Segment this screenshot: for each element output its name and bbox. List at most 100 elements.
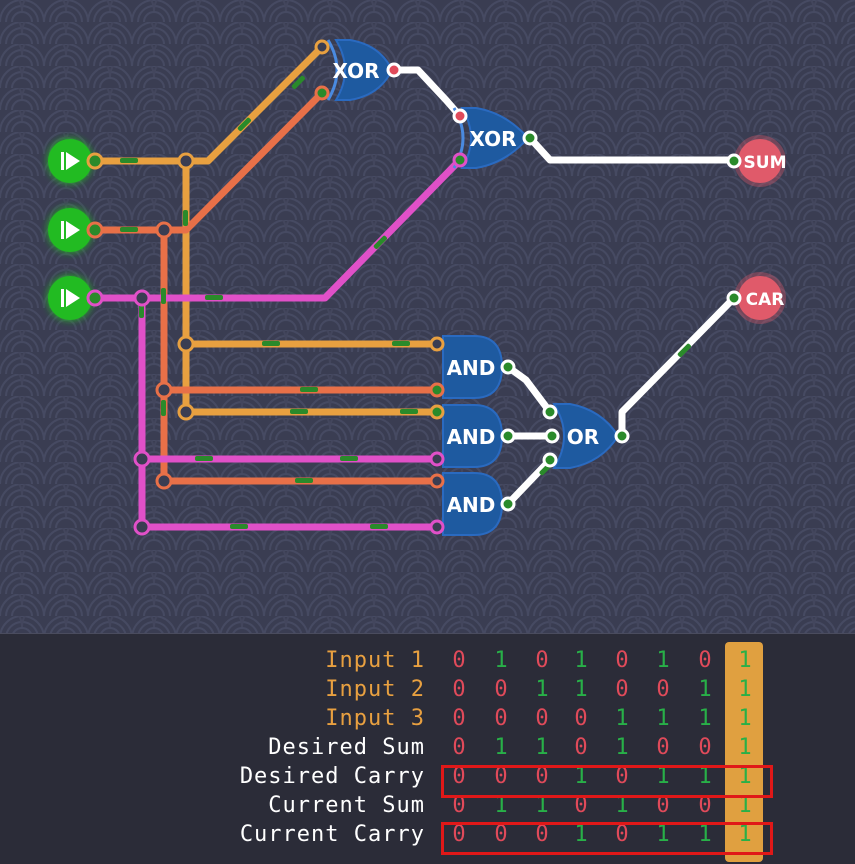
bit-cell: 0 — [452, 822, 466, 847]
bit-cell: 0 — [535, 648, 549, 673]
play-icon — [61, 152, 80, 170]
row-label: Desired Sum — [268, 735, 425, 760]
bit-cell: 0 — [535, 822, 549, 847]
bit-cell: 1 — [535, 793, 549, 818]
bit-cell: 1 — [656, 648, 670, 673]
bit-cell: 1 — [615, 706, 629, 731]
mismatch-box-current-carry — [441, 822, 773, 855]
bit-cell: 1 — [494, 648, 508, 673]
bit-cell: 0 — [615, 677, 629, 702]
output-node-carry[interactable]: CAR — [726, 272, 786, 324]
bit-cell: 0 — [494, 677, 508, 702]
row-label: Input 2 — [325, 677, 425, 702]
bit-cell: 1 — [615, 793, 629, 818]
bit-cell: 1 — [574, 822, 588, 847]
junction-node — [177, 335, 195, 353]
bit-cell: 1 — [574, 677, 588, 702]
output-node-sum[interactable]: SUM — [726, 135, 787, 187]
highlighted-column — [725, 642, 763, 862]
xor-gate-1-label: XOR — [332, 59, 379, 83]
and-gate-1[interactable]: AND — [429, 335, 516, 399]
xor-gate-2-label: XOR — [469, 127, 516, 151]
bit-cell: 1 — [738, 706, 752, 731]
wire-xor2-to-sum[interactable] — [526, 134, 738, 164]
bit-cell: 0 — [452, 706, 466, 731]
wire-and3-to-or[interactable] — [504, 456, 554, 508]
bit-cell: 0 — [615, 822, 629, 847]
signal-markers — [120, 75, 691, 529]
bit-cell: 1 — [698, 677, 712, 702]
bit-cell: 1 — [738, 735, 752, 760]
junction-node — [133, 450, 151, 468]
bit-cell: 1 — [738, 648, 752, 673]
bit-cell: 0 — [698, 648, 712, 673]
bit-cell: 1 — [574, 764, 588, 789]
wire-or-to-carry[interactable] — [618, 294, 738, 440]
bit-cell: 0 — [494, 706, 508, 731]
junction-node — [177, 152, 195, 170]
bit-cell: 0 — [698, 793, 712, 818]
junction-node — [155, 381, 173, 399]
junction-node — [177, 403, 195, 421]
bit-cell: 0 — [494, 822, 508, 847]
bit-cell: 1 — [615, 735, 629, 760]
bit-cell: 1 — [535, 677, 549, 702]
row-label: Desired Carry — [239, 764, 425, 789]
junction-node — [133, 518, 151, 536]
bit-cell: 1 — [738, 793, 752, 818]
and-gate-3[interactable]: AND — [429, 472, 516, 536]
bit-cell: 1 — [494, 735, 508, 760]
bit-cell: 1 — [738, 822, 752, 847]
bit-cell: 0 — [494, 764, 508, 789]
or-gate[interactable]: OR — [542, 403, 630, 469]
circuit-board[interactable]: XOR XOR AND AND — [0, 0, 855, 633]
bit-cell: 0 — [574, 735, 588, 760]
input-node-3[interactable] — [48, 276, 104, 320]
circuit-canvas[interactable]: XOR XOR AND AND — [0, 0, 855, 633]
bit-cell: 1 — [738, 764, 752, 789]
bit-cell: 0 — [452, 735, 466, 760]
output-sum-label: SUM — [744, 153, 787, 173]
and-gate-2[interactable]: AND — [429, 404, 516, 468]
row-label: Input 3 — [325, 706, 425, 731]
bit-cell: 0 — [452, 677, 466, 702]
or-gate-label: OR — [567, 425, 599, 449]
bit-cell: 0 — [452, 764, 466, 789]
bit-cell: 0 — [452, 648, 466, 673]
bit-cell: 1 — [494, 793, 508, 818]
bit-cell: 0 — [574, 706, 588, 731]
bit-cell: 0 — [656, 735, 670, 760]
input-node-1[interactable] — [48, 139, 104, 183]
bit-cell: 0 — [615, 648, 629, 673]
bit-cell: 1 — [698, 764, 712, 789]
junction-node — [155, 472, 173, 490]
wire-xor1-to-xor2[interactable] — [390, 66, 464, 120]
mismatch-box-desired-carry — [441, 765, 773, 798]
wire-input3-to-xor2[interactable] — [91, 156, 464, 302]
junction-node — [155, 221, 173, 239]
bit-cell: 0 — [615, 764, 629, 789]
bit-cell: 1 — [698, 706, 712, 731]
play-icon — [61, 221, 80, 239]
bit-cell: 0 — [452, 793, 466, 818]
row-label: Current Carry — [239, 822, 425, 847]
output-carry-label: CAR — [746, 290, 785, 310]
bit-cell: 1 — [738, 677, 752, 702]
bit-cell: 1 — [535, 735, 549, 760]
row-label: Input 1 — [325, 648, 425, 673]
input-node-2[interactable] — [48, 208, 104, 252]
bit-cell: 0 — [656, 793, 670, 818]
bit-cell: 0 — [574, 793, 588, 818]
bit-cell: 0 — [698, 735, 712, 760]
bit-cell: 1 — [698, 822, 712, 847]
bit-cell: 0 — [656, 677, 670, 702]
bit-cell: 1 — [656, 706, 670, 731]
and-gate-1-label: AND — [447, 356, 496, 380]
row-label: Current Sum — [268, 793, 425, 818]
xor-gate-1[interactable]: XOR — [314, 39, 402, 101]
xor-gate-2[interactable]: XOR — [452, 107, 538, 169]
bit-cell: 0 — [535, 706, 549, 731]
and-gate-2-label: AND — [447, 425, 496, 449]
bit-cell: 1 — [656, 764, 670, 789]
